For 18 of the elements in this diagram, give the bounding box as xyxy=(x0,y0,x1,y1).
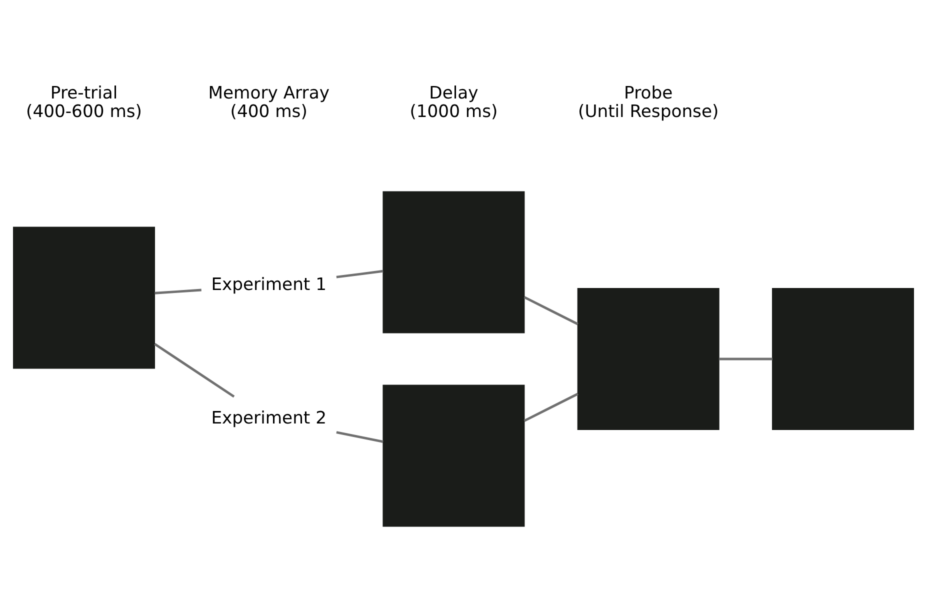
node-text: Experiment 1 xyxy=(211,274,327,295)
label: Probe (Until Response) xyxy=(578,83,719,122)
label: Memory Array (400 ms) xyxy=(208,83,330,122)
node-text: Experiment 2 xyxy=(211,408,327,428)
connector xyxy=(336,430,384,442)
connector xyxy=(154,288,202,294)
node-box xyxy=(577,288,720,430)
connector xyxy=(336,269,384,278)
node-box xyxy=(382,384,525,526)
connector xyxy=(718,357,772,360)
label: Pre-trial (400-600 ms) xyxy=(26,83,142,122)
node-box xyxy=(13,226,156,368)
node-box xyxy=(382,190,525,333)
connector xyxy=(524,392,578,422)
connector xyxy=(524,296,578,325)
label: Delay (1000 ms) xyxy=(410,83,498,122)
node-box xyxy=(772,288,914,430)
connector xyxy=(154,342,235,398)
